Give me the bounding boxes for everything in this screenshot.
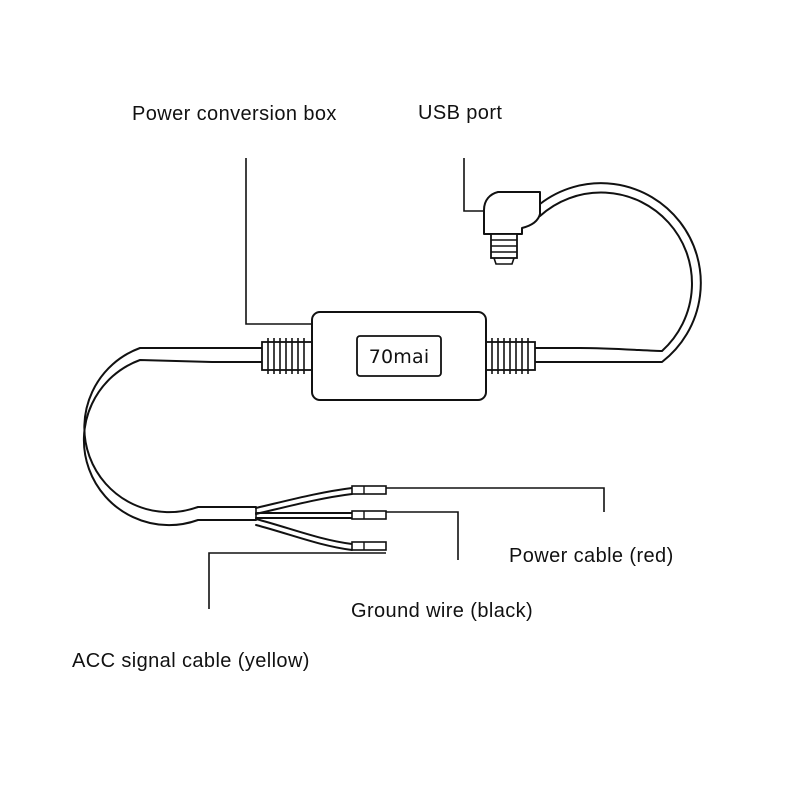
strain-relief-left [261, 338, 313, 374]
leader-ground-wire [386, 511, 459, 560]
label-power-conversion-box: Power conversion box [132, 103, 337, 125]
left-cable [82, 347, 263, 527]
wire-pigtail [255, 485, 387, 551]
usb-connector [483, 191, 541, 265]
label-power-cable: Power cable (red) [509, 545, 674, 567]
leader-usb-port [463, 158, 487, 212]
brand-badge [356, 335, 442, 377]
right-cable [535, 182, 702, 364]
terminal-power [351, 485, 387, 495]
leader-power-conversion-box [245, 158, 312, 325]
label-acc-signal-cable: ACC signal cable (yellow) [72, 650, 310, 672]
power-conversion-box: 70mai [311, 311, 487, 401]
label-ground-wire: Ground wire (black) [351, 600, 533, 622]
terminal-ground [351, 510, 387, 520]
label-usb-port: USB port [418, 102, 502, 124]
strain-relief-right [484, 338, 536, 374]
leader-power-cable [386, 487, 605, 512]
leader-acc-signal-cable [208, 552, 386, 609]
brand-logo: 70mai [369, 346, 430, 368]
terminal-acc [351, 541, 387, 551]
